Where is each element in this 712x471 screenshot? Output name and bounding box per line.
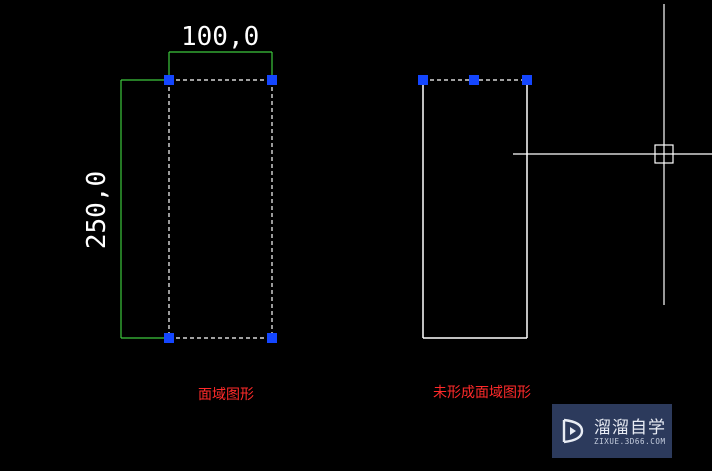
width-dimension[interactable] [168,51,273,80]
non-region-caption: 未形成面域图形 [433,385,531,401]
watermark-title: 溜溜自学 [594,418,666,438]
height-dimension[interactable] [120,79,169,339]
region-caption: 面域图形 [198,387,254,403]
watermark-subtitle: ZIXUE.3D66.COM [594,437,666,446]
watermark-badge: 溜溜自学 ZIXUE.3D66.COM [552,404,672,458]
region-rectangle[interactable] [168,79,273,339]
play-logo-icon [562,418,584,444]
height-dimension-text: 250,0 [82,170,113,250]
grip-points-right[interactable] [418,75,532,85]
non-region-shape[interactable] [422,79,528,339]
crosshair-cursor-icon [513,4,712,305]
grip-points-left[interactable] [164,75,277,343]
width-dimension-text: 100,0 [181,22,260,52]
